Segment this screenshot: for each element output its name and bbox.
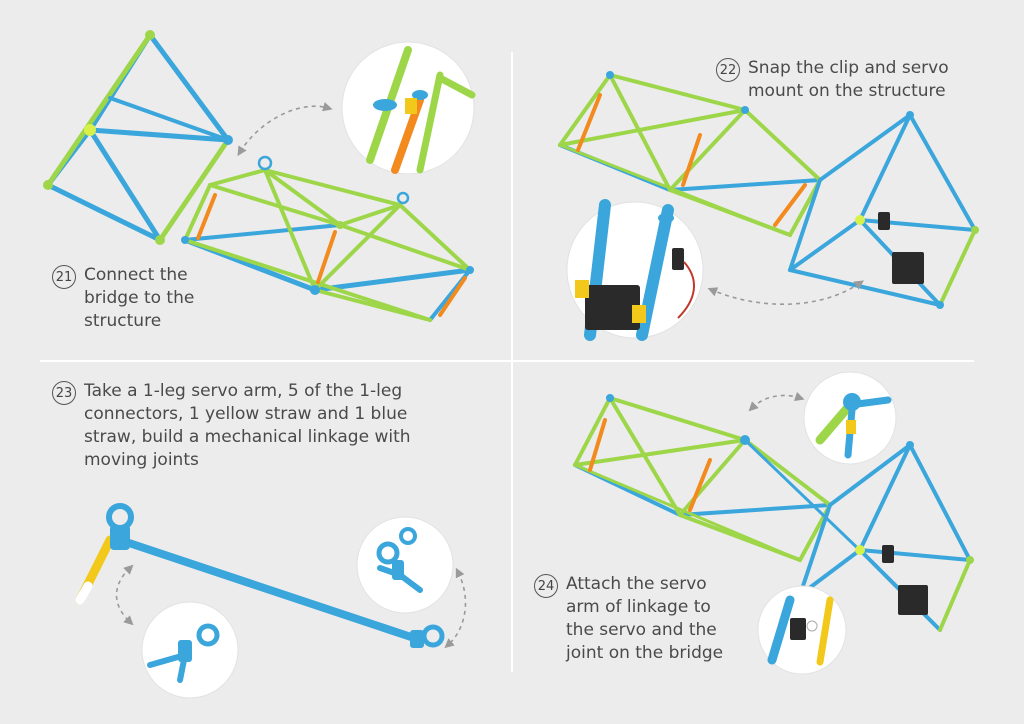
step-number-badge: 24 [534,574,558,598]
microbit-board [585,285,640,330]
step21-bridge [181,155,474,322]
step-number-badge: 23 [52,381,76,405]
step23-detail-zoom-circle-left [141,601,239,699]
step-21: 21 Connect the bridge to the structure [52,264,194,333]
step-22: 22 Snap the clip and servo mount on the … [716,57,949,103]
divider-vertical [511,52,513,672]
step23-dashed-arrow-icon-right [444,567,467,649]
step-text: Take a 1-leg servo arm, 5 of the 1-leg c… [84,381,411,470]
divider-horizontal [40,360,974,362]
step23-detail-zoom-circle-right [356,516,454,614]
step21-structure [43,30,233,245]
step-number-badge: 21 [52,265,76,289]
step23-dashed-arrow-icon-left [115,564,134,626]
step-text: Connect the bridge to the structure [84,265,195,331]
servo-motor [672,248,684,270]
step-24: 24 Attach the servo arm of linkage to th… [534,573,723,665]
step-23: 23 Take a 1-leg servo arm, 5 of the 1-le… [52,380,411,472]
step21-detail-zoom-circle [341,41,476,175]
step21-dashed-arrow-icon [237,102,333,157]
step22-structure [558,71,979,309]
step24-detail-zoom-circle-bottom [757,585,847,675]
step-text: Attach the servo arm of linkage to the s… [566,574,724,663]
step22-detail-zoom-circle [566,199,704,341]
step-number-badge: 22 [716,58,740,82]
step22-dashed-arrow-icon [707,280,864,306]
step24-dashed-arrow-icon [748,391,805,412]
step-text: Snap the clip and servo mount on the str… [748,58,949,101]
step23-linkage [75,503,445,648]
step24-detail-zoom-circle-top [803,371,897,465]
